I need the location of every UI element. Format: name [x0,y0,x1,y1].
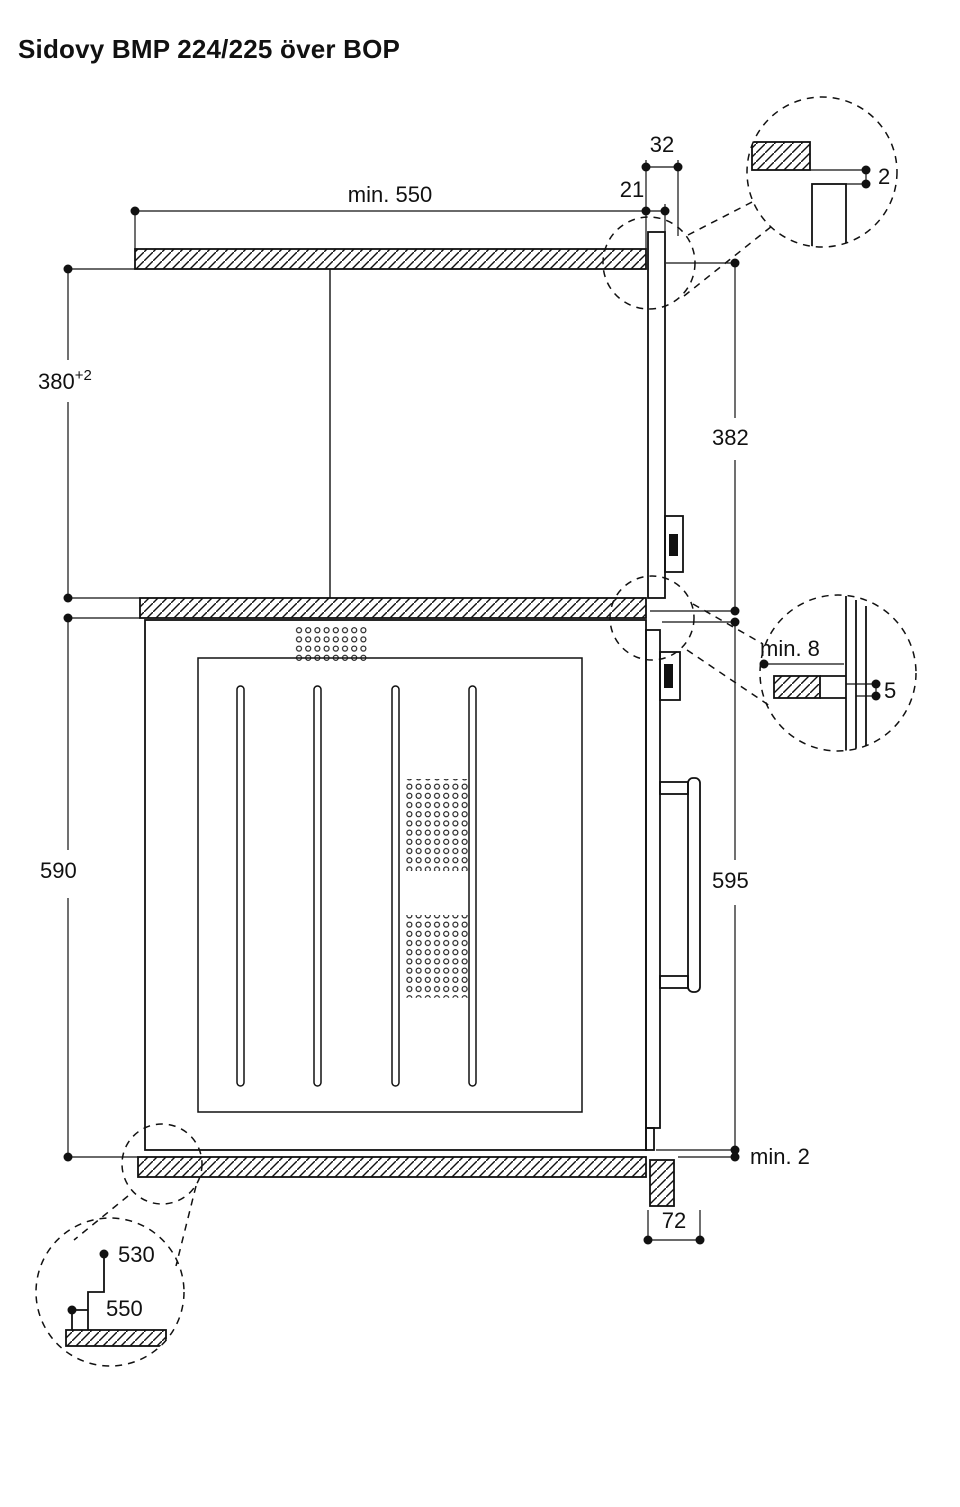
page-title: Sidovy BMP 224/225 över BOP [18,34,401,64]
upper-appliance-front-frame [647,231,666,599]
dim-label-top-gap: 2 [878,164,890,189]
dimension-lines [67,160,736,1241]
dim-label-mid-gap: min. 8 [760,636,820,661]
callout-circle-middle [609,575,695,661]
oven-handle-bar [687,777,701,993]
top-shelf [134,248,647,270]
cabinet-structure [134,231,701,1207]
dim-label-lower-niche-height: 590 [40,858,77,883]
top-vent-grid [294,626,368,663]
oven-door-front [645,629,661,1129]
detail-bottom-section [65,1254,167,1347]
door-vent-grid-lower [405,915,470,998]
dim-label-bottom-offset: 72 [662,1208,686,1233]
oven-base-front [645,1127,655,1151]
oven-door-inner-panel [197,657,583,1113]
dim-label-upper-appliance-height: 382 [712,425,749,450]
dim-label-lower-appliance-height: 595 [712,868,749,893]
door-vent-grid-upper [405,779,470,871]
dim-label-recess-depth: 530 [118,1242,155,1267]
door-rib [313,685,322,1087]
dim-label-shelf-depth: 550 [106,1296,143,1321]
dim-label-upper-niche-height: 380+2 [38,367,92,394]
callout-circle-bottom [121,1123,203,1205]
dim-label-mid-offset: 5 [884,678,896,703]
bottom-shelf [137,1156,647,1178]
dim-label-panel-offset: 21 [620,177,644,202]
oven-handle-mount-bottom [659,975,689,989]
door-rib [468,685,477,1087]
oven-control-box [659,651,681,701]
dimension-points [63,162,740,1245]
detail-middle-section [773,596,867,751]
detail-circle-top [746,96,898,248]
oven-handle-mount-top [659,781,689,795]
callout-circle-top [602,216,696,310]
detail-callouts [35,96,917,1367]
upper-latch-detail [669,534,678,556]
oven-control-detail [664,664,673,688]
detail-top-section [751,141,847,247]
dim-label-bottom-gap: min. 2 [750,1144,810,1169]
oven-body [144,619,647,1151]
detail-circle-bottom [35,1217,185,1367]
side-panel-section [649,1159,675,1207]
dim-label-front-offset: 32 [650,132,674,157]
dimension-labels: min. 550 32 21 2 380+2 382 min. 8 5 590 … [38,132,896,1321]
upper-appliance-latch [664,515,684,573]
dim-label-niche-width: min. 550 [348,182,432,207]
door-rib [236,685,245,1087]
detail-circle-middle [759,594,917,752]
door-rib [391,685,400,1087]
middle-shelf [139,597,647,619]
